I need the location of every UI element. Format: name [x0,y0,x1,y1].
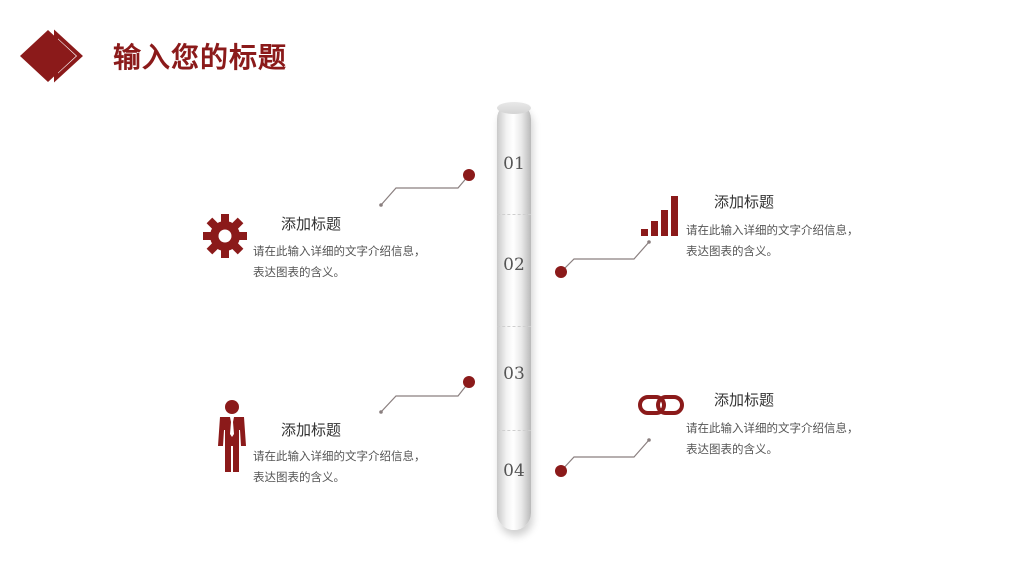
connector-04 [560,439,650,472]
person-icon [218,400,246,472]
timeline-number-01: 01 [503,154,525,174]
item-desc-3: 请在此输入详细的文字介绍信息，表达图表的含义。 [253,449,426,484]
connector-01 [380,174,470,206]
timeline-divider [497,326,531,328]
item-desc-4: 请在此输入详细的文字介绍信息，表达图表的含义。 [686,421,859,456]
connector-02 [560,241,650,273]
item-desc-1: 请在此输入详细的文字介绍信息，表达图表的含义。 [253,244,426,279]
item-title-3: 添加标题 [281,421,342,439]
item-title-1: 添加标题 [281,215,342,233]
timeline-tube-cap [497,102,531,114]
timeline-divider [497,214,531,216]
timeline-tube [497,102,531,530]
connector-dot-02 [555,266,567,278]
diamond-logo-icon [20,29,83,83]
connector-dot-01 [463,169,475,181]
connector-03 [380,381,470,413]
link-icon [638,395,684,415]
item-title-2: 添加标题 [714,193,775,211]
gear-icon [203,214,247,258]
page-title: 输入您的标题 [113,41,288,74]
bar-chart-icon [641,196,678,236]
item-title-4: 添加标题 [714,391,775,409]
timeline-number-04: 04 [503,461,525,481]
timeline-number-03: 03 [503,364,525,384]
timeline-number-02: 02 [503,255,525,275]
connector-dot-04 [555,465,567,477]
timeline-divider [497,430,531,432]
item-desc-2: 请在此输入详细的文字介绍信息，表达图表的含义。 [686,223,859,258]
connector-dot-03 [463,376,475,388]
